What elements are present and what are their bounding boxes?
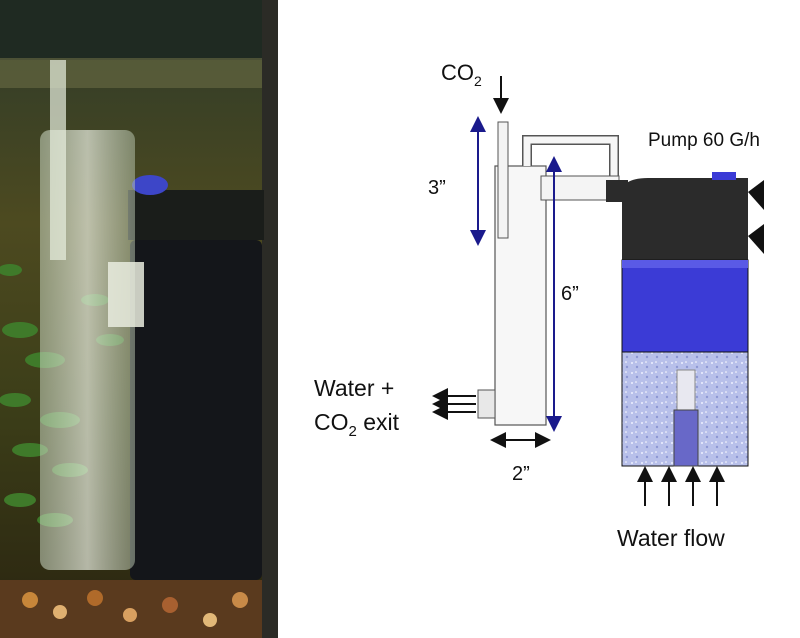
gravel [0,580,262,638]
pump-side-fin-bottom [748,224,764,254]
dimension-label-6in: 6” [561,283,579,305]
tank-top-wall [0,0,278,60]
photo-reactor-tube [50,60,66,260]
pump-head [622,178,748,260]
pump-top-button [712,172,736,180]
pump-label: Pump 60 G/h [648,130,760,151]
tank-side-frame [262,0,278,638]
pump-side-fin-top [748,180,764,210]
reactor-diagram: CO2 3” 6” 2” Pump 60 G/h Water + CO2 exi… [314,60,764,551]
dimension-label-3in: 3” [428,177,446,199]
photo-pump-blue-knob [132,175,168,195]
photo-reactor-label [108,262,144,327]
photo-pump-top [128,190,264,240]
water-flow-label: Water flow [617,525,725,551]
co2-label: CO2 [441,60,482,89]
dimension-label-2in: 2” [512,463,530,485]
exit-label-line2: CO2 exit [314,409,400,440]
pump-motor [621,259,749,353]
photo-pump-body [130,240,262,580]
intake-strainer [676,369,696,411]
exit-label-line1: Water + [314,375,394,401]
intake-pipe [673,409,699,467]
aquarium-photo [0,0,278,638]
co2-inlet-tube [497,121,509,239]
exit-nozzle [477,389,496,419]
water-line [0,58,278,88]
exit-arrows [432,388,476,420]
water-flow-arrows [637,466,725,506]
pump-neck [606,180,628,202]
